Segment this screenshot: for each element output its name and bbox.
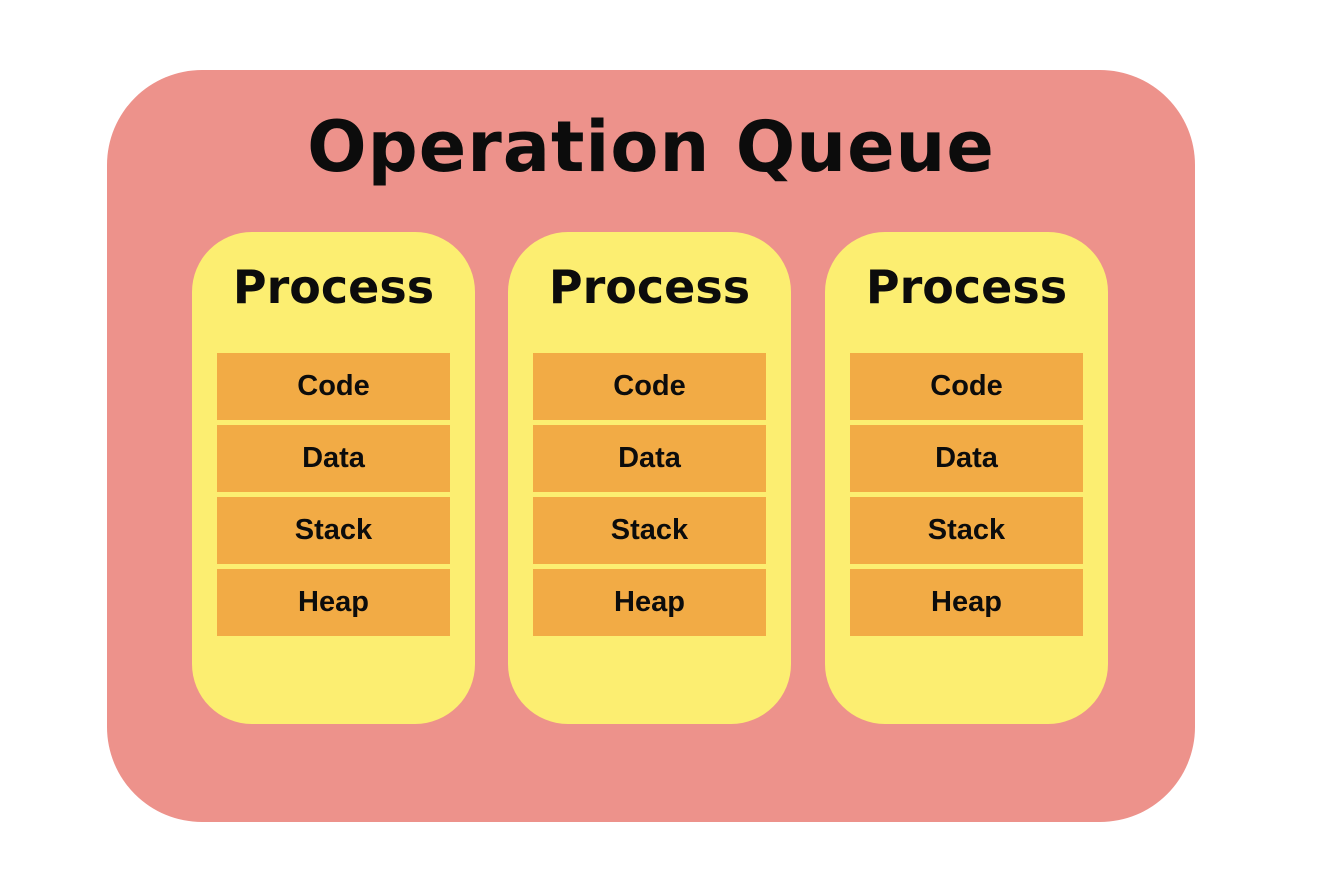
process-3-segment-list: Code Data Stack Heap [850, 353, 1083, 641]
process-3-title: Process [865, 260, 1068, 314]
process-1-title: Process [232, 260, 435, 314]
process-card-1: Process Code Data Stack Heap [192, 232, 475, 724]
operation-queue-container: Operation Queue Process Code Data Stack … [107, 70, 1195, 822]
diagram-title: Operation Queue [307, 106, 995, 188]
process-2-segment-stack: Stack [533, 497, 766, 564]
process-3-segment-data: Data [850, 425, 1083, 492]
process-card-3: Process Code Data Stack Heap [825, 232, 1108, 724]
process-3-segment-heap: Heap [850, 569, 1083, 636]
process-card-2: Process Code Data Stack Heap [508, 232, 791, 724]
process-2-segment-code: Code [533, 353, 766, 420]
process-1-segment-data: Data [217, 425, 450, 492]
process-3-segment-stack: Stack [850, 497, 1083, 564]
process-2-segment-data: Data [533, 425, 766, 492]
process-2-title: Process [548, 260, 751, 314]
process-1-segment-code: Code [217, 353, 450, 420]
process-3-segment-code: Code [850, 353, 1083, 420]
process-2-segment-list: Code Data Stack Heap [533, 353, 766, 641]
process-1-segment-stack: Stack [217, 497, 450, 564]
process-2-segment-heap: Heap [533, 569, 766, 636]
process-1-segment-list: Code Data Stack Heap [217, 353, 450, 641]
process-1-segment-heap: Heap [217, 569, 450, 636]
